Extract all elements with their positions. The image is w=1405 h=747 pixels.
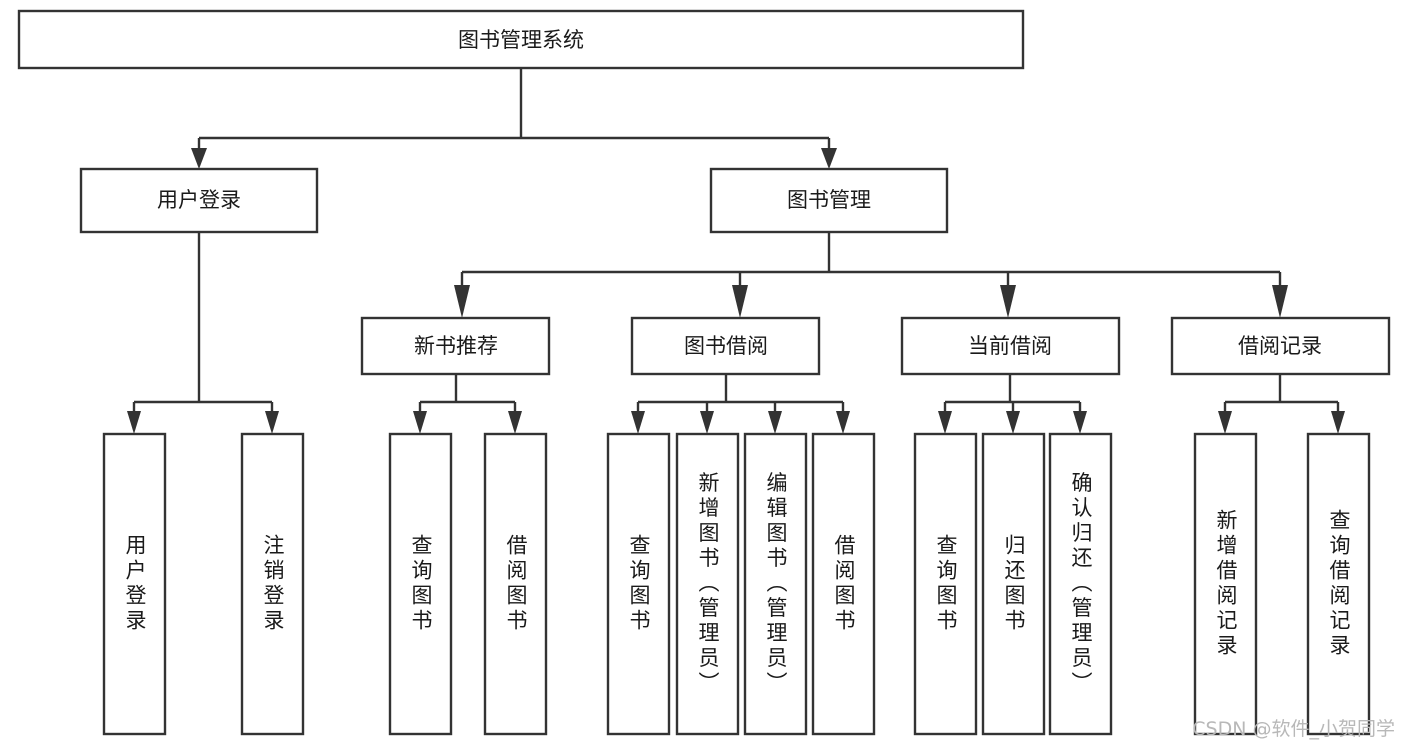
node-leaf-query-book-3-rect[interactable]: [913, 432, 978, 736]
arrow-head-leaf-edit-book: [768, 411, 782, 434]
node-borrow-record-label: 借阅记录: [1238, 334, 1322, 358]
node-leaf-query-book-2-label: 查询图书: [627, 534, 651, 634]
node-root-rect[interactable]: [17, 9, 1025, 70]
arrow-head-leaf-borrow-book-2: [836, 411, 850, 434]
node-leaf-borrow-book-2[interactable]: 借阅图书: [811, 432, 876, 736]
node-leaf-query-book-1[interactable]: 查询图书: [388, 432, 453, 736]
node-book-borrow-label: 图书借阅: [684, 334, 768, 358]
node-borrow-record[interactable]: 借阅记录: [1170, 316, 1391, 376]
node-leaf-confirm-return-label: 确认归还（管理员）: [1069, 472, 1093, 697]
node-leaf-user-login[interactable]: 用户登录: [102, 432, 167, 736]
node-leaf-user-login-rect[interactable]: [102, 432, 167, 736]
node-new-book-rec-label: 新书推荐: [414, 334, 498, 358]
node-leaf-logout-rect[interactable]: [240, 432, 305, 736]
edge-layer: [127, 68, 1345, 434]
node-leaf-return-book-rect[interactable]: [981, 432, 1046, 736]
arrow-head-leaf-query-book-2: [631, 411, 645, 434]
node-leaf-edit-book-label: 编辑图书（管理员）: [764, 472, 788, 697]
node-borrow-record-rect[interactable]: [1170, 316, 1391, 376]
node-root[interactable]: 图书管理系统: [17, 9, 1025, 70]
arrow-head-leaf-add-record: [1218, 411, 1232, 434]
node-new-book-rec[interactable]: 新书推荐: [360, 316, 551, 376]
node-leaf-add-record[interactable]: 新增借阅记录: [1193, 432, 1258, 736]
node-leaf-query-record-rect[interactable]: [1306, 432, 1371, 736]
arrow-head-borrow-record: [1272, 285, 1288, 318]
node-leaf-add-record-label: 新增借阅记录: [1214, 509, 1238, 659]
node-leaf-borrow-book-1-rect[interactable]: [483, 432, 548, 736]
node-leaf-edit-book-rect[interactable]: [743, 432, 808, 736]
node-leaf-confirm-return[interactable]: 确认归还（管理员）: [1048, 432, 1113, 736]
node-leaf-edit-book[interactable]: 编辑图书（管理员）: [743, 432, 808, 736]
node-leaf-user-login-label: 用户登录: [123, 534, 147, 634]
arrow-head-user-login: [191, 148, 207, 169]
arrow-head-book-borrow: [732, 285, 748, 318]
node-leaf-borrow-book-2-label: 借阅图书: [832, 534, 856, 634]
node-leaf-borrow-book-1-label: 借阅图书: [504, 534, 528, 634]
arrow-head-new-book-rec: [454, 285, 470, 318]
node-leaf-query-book-1-label: 查询图书: [409, 534, 433, 634]
arrow-head-leaf-user-login: [127, 411, 141, 434]
node-user-login-label: 用户登录: [157, 188, 241, 212]
node-current-borrow-label: 当前借阅: [968, 334, 1052, 358]
node-book-manage[interactable]: 图书管理: [709, 167, 949, 234]
node-leaf-query-book-2[interactable]: 查询图书: [606, 432, 671, 736]
arrow-head-leaf-query-record: [1331, 411, 1345, 434]
node-leaf-query-record-label: 查询借阅记录: [1327, 509, 1351, 659]
node-leaf-query-book-1-rect[interactable]: [388, 432, 453, 736]
node-leaf-add-book-label: 新增图书（管理员）: [696, 472, 720, 697]
node-leaf-query-book-2-rect[interactable]: [606, 432, 671, 736]
node-book-borrow[interactable]: 图书借阅: [630, 316, 821, 376]
node-user-login[interactable]: 用户登录: [79, 167, 319, 234]
node-leaf-query-book-3-label: 查询图书: [934, 534, 958, 634]
node-book-manage-rect[interactable]: [709, 167, 949, 234]
arrow-head-current-borrow: [1000, 285, 1016, 318]
node-leaf-add-record-rect[interactable]: [1193, 432, 1258, 736]
node-leaf-return-book-label: 归还图书: [1002, 534, 1026, 634]
node-leaf-logout[interactable]: 注销登录: [240, 432, 305, 736]
arrow-head-leaf-confirm-return: [1073, 411, 1087, 434]
arrow-head-leaf-add-book: [700, 411, 714, 434]
node-layer: 图书管理系统 用户登录 图书管理 新书推荐 图书借阅: [17, 9, 1391, 736]
node-leaf-query-book-3[interactable]: 查询图书: [913, 432, 978, 736]
node-book-manage-label: 图书管理: [787, 188, 871, 212]
node-leaf-borrow-book-2-rect[interactable]: [811, 432, 876, 736]
node-leaf-logout-label: 注销登录: [261, 534, 285, 634]
arrow-head-leaf-borrow-book-1: [508, 411, 522, 434]
arrow-head-book-manage: [821, 148, 837, 169]
node-leaf-add-book[interactable]: 新增图书（管理员）: [675, 432, 740, 736]
arrow-head-leaf-return-book: [1006, 411, 1020, 434]
arrow-head-leaf-query-book-1: [413, 411, 427, 434]
node-current-borrow[interactable]: 当前借阅: [900, 316, 1121, 376]
node-leaf-confirm-return-rect[interactable]: [1048, 432, 1113, 736]
node-new-book-rec-rect[interactable]: [360, 316, 551, 376]
node-root-label: 图书管理系统: [458, 28, 584, 52]
arrow-head-leaf-query-book-3: [938, 411, 952, 434]
node-leaf-add-book-rect[interactable]: [675, 432, 740, 736]
arrow-head-leaf-logout: [265, 411, 279, 434]
node-book-borrow-rect[interactable]: [630, 316, 821, 376]
node-leaf-borrow-book-1[interactable]: 借阅图书: [483, 432, 548, 736]
node-leaf-query-record[interactable]: 查询借阅记录: [1306, 432, 1371, 736]
node-leaf-return-book[interactable]: 归还图书: [981, 432, 1046, 736]
node-user-login-rect[interactable]: [79, 167, 319, 234]
node-current-borrow-rect[interactable]: [900, 316, 1121, 376]
